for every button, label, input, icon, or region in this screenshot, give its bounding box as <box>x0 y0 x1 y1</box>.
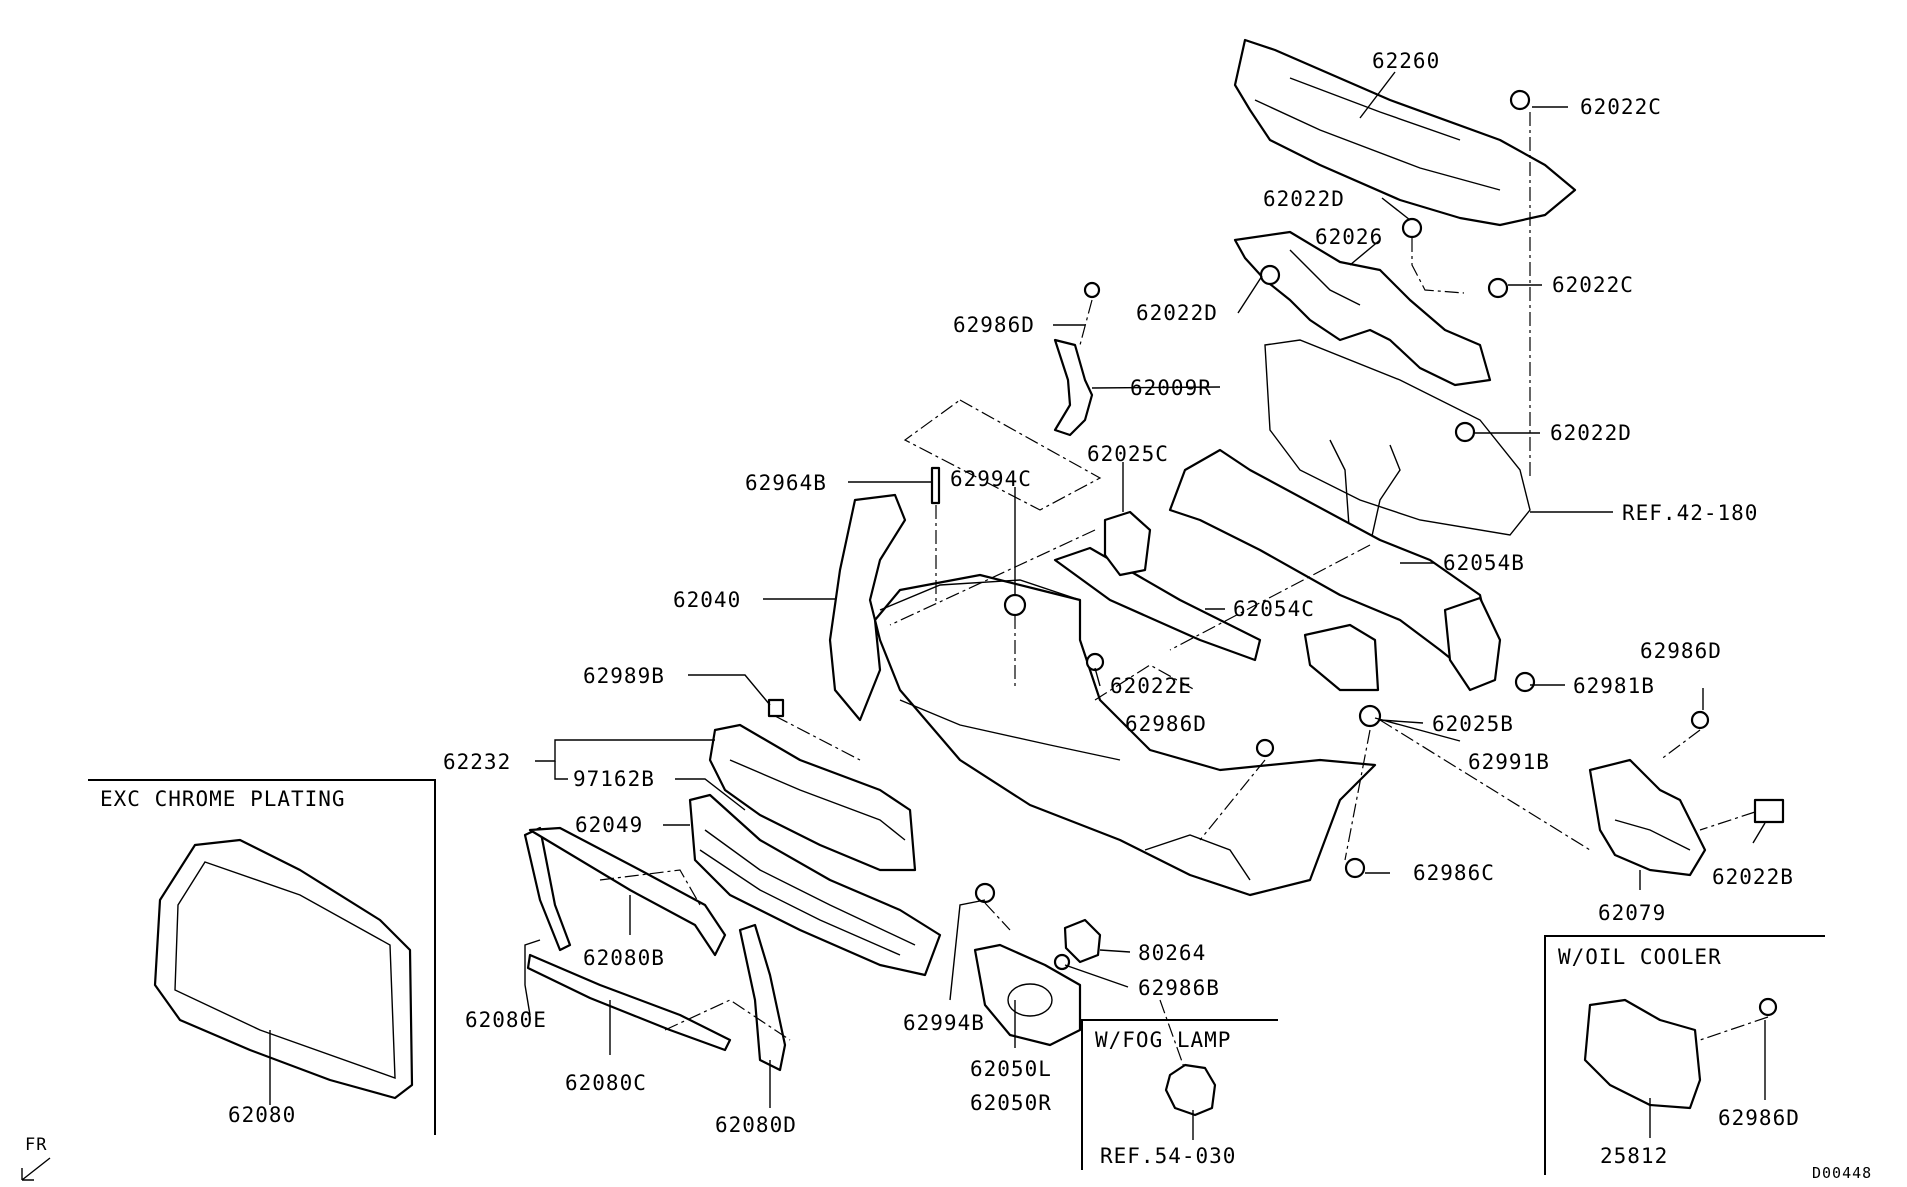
callout-62026: 62026 <box>1315 225 1383 249</box>
absorber-62025B-part <box>1303 623 1380 692</box>
fog-lamp-ref-part <box>1164 1063 1217 1117</box>
callout-97162B: 97162B <box>573 767 655 791</box>
callout-62986D-c: 62986D <box>1640 639 1722 663</box>
front-arrow-icon <box>21 1157 51 1181</box>
callout-62986C: 62986C <box>1413 861 1495 885</box>
grille-molding-set-part <box>523 826 787 1072</box>
callout-62025B: 62025B <box>1432 712 1514 736</box>
lower-grille-part <box>688 793 942 977</box>
callout-62080B: 62080B <box>583 946 665 970</box>
callout-62986B: 62986B <box>1138 976 1220 1000</box>
callout-62080: 62080 <box>228 1103 296 1127</box>
callout-62025C: 62025C <box>1087 442 1169 466</box>
front-direction-indicator: FR <box>21 1135 51 1181</box>
exc-chrome-plating-box: EXC CHROME PLATING <box>88 779 436 1135</box>
callout-62080D: 62080D <box>715 1113 797 1137</box>
callout-62080E: 62080E <box>465 1008 547 1032</box>
callout-62981B: 62981B <box>1573 674 1655 698</box>
callout-62260: 62260 <box>1372 49 1440 73</box>
absorber-62025C-part <box>1103 510 1152 577</box>
callout-62022D-a: 62022D <box>1263 187 1345 211</box>
bar-62054C-part <box>1053 546 1262 662</box>
callout-25812: 25812 <box>1600 1144 1668 1168</box>
exc-chrome-plating-label: EXC CHROME PLATING <box>100 787 346 811</box>
callout-62022D-c: 62022D <box>1136 301 1218 325</box>
callout-62964B: 62964B <box>745 471 827 495</box>
callout-62989B: 62989B <box>583 664 665 688</box>
callout-62994B: 62994B <box>903 1011 985 1035</box>
callout-62991B: 62991B <box>1468 750 1550 774</box>
callout-62022D-b: 62022D <box>1550 421 1632 445</box>
fastener-clips <box>767 89 1785 1017</box>
callout-62022C-top: 62022C <box>1580 95 1662 119</box>
leader-lines <box>269 71 1766 1140</box>
cover-25812-part <box>1583 998 1702 1110</box>
callout-ref-42-180: REF.42-180 <box>1622 501 1758 525</box>
lamp-80264-part <box>1063 918 1102 964</box>
reinforcement-62054B-part <box>1168 448 1502 692</box>
bracket-62026-part <box>1233 230 1492 387</box>
upper-grille-part <box>708 723 917 872</box>
callout-62022C-b: 62022C <box>1552 273 1634 297</box>
callout-62050L: 62050L <box>970 1057 1052 1081</box>
undercover-62079-part <box>1588 758 1707 877</box>
molding-62080-part <box>153 838 414 1100</box>
oil-cooler-label: W/OIL COOLER <box>1558 945 1722 969</box>
callout-62022B: 62022B <box>1712 865 1794 889</box>
fog-lamp-box: W/FOG LAMP <box>1081 1019 1278 1170</box>
callout-62049: 62049 <box>575 813 643 837</box>
callout-80264: 80264 <box>1138 941 1206 965</box>
oil-cooler-box: W/OIL COOLER <box>1544 935 1825 1175</box>
callout-62040: 62040 <box>673 588 741 612</box>
front-label: FR <box>25 1135 47 1155</box>
callout-62054C: 62054C <box>1233 597 1315 621</box>
callout-62050R: 62050R <box>970 1091 1052 1115</box>
callout-62232: 62232 <box>443 750 511 774</box>
callout-62022E: 62022E <box>1110 674 1192 698</box>
diagram-code: D00448 <box>1812 1164 1872 1182</box>
callout-62986D-d: 62986D <box>1718 1106 1800 1130</box>
callout-62986D-b: 62986D <box>1125 712 1207 736</box>
callout-62986D-a: 62986D <box>953 313 1035 337</box>
assembly-lines <box>599 112 1769 1071</box>
front-bumper-part <box>828 493 1377 897</box>
bracket-62009R-part <box>1053 338 1094 437</box>
callout-62009R: 62009R <box>1130 376 1212 400</box>
callout-62079: 62079 <box>1598 901 1666 925</box>
fog-lamp-label: W/FOG LAMP <box>1095 1028 1231 1052</box>
fog-bezel-part <box>973 943 1082 1047</box>
callout-62054B: 62054B <box>1443 551 1525 575</box>
upper-cover-part <box>1233 38 1577 227</box>
callout-62080C: 62080C <box>565 1071 647 1095</box>
callout-62994C: 62994C <box>950 467 1032 491</box>
callout-ref-54-030: REF.54-030 <box>1100 1144 1236 1168</box>
